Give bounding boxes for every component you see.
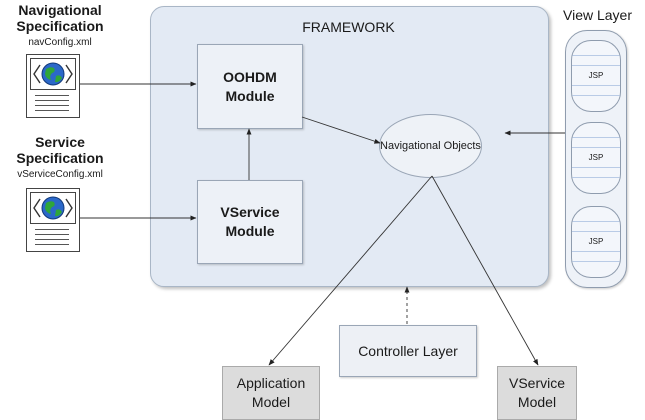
jsp-page-2: JSP bbox=[571, 122, 621, 194]
globe-icon bbox=[33, 196, 73, 220]
controller-layer: Controller Layer bbox=[339, 325, 477, 377]
navigational-document-icon bbox=[26, 54, 80, 118]
navigational-spec-title: Navigational Specification bbox=[16, 2, 104, 34]
application-model: Application Model bbox=[222, 366, 320, 420]
framework-title: FRAMEWORK bbox=[302, 19, 395, 35]
oohdm-module: OOHDM Module bbox=[197, 44, 303, 129]
service-document-icon bbox=[26, 188, 80, 252]
arrow-oohdm-navobjects bbox=[301, 116, 381, 144]
arrow-navobjects-vservicemodel bbox=[431, 175, 539, 366]
navigational-objects: Navigational Objects bbox=[379, 114, 482, 178]
jsp-page-1: JSP bbox=[571, 40, 621, 112]
view-layer-title: View Layer bbox=[563, 7, 633, 23]
jsp-label: JSP bbox=[588, 153, 604, 162]
vservice-model: VService Model bbox=[497, 366, 577, 420]
jsp-label: JSP bbox=[588, 71, 604, 80]
globe-icon bbox=[33, 62, 73, 86]
service-spec-file: vServiceConfig.xml bbox=[17, 169, 103, 180]
navigational-spec-file: navConfig.xml bbox=[28, 37, 92, 48]
vservice-module: VService Module bbox=[197, 180, 303, 264]
jsp-page-3: JSP bbox=[571, 206, 621, 278]
jsp-label: JSP bbox=[588, 237, 604, 246]
service-spec-title: Service Specification bbox=[16, 134, 104, 166]
arrow-navobjects-appmodel bbox=[268, 175, 433, 366]
